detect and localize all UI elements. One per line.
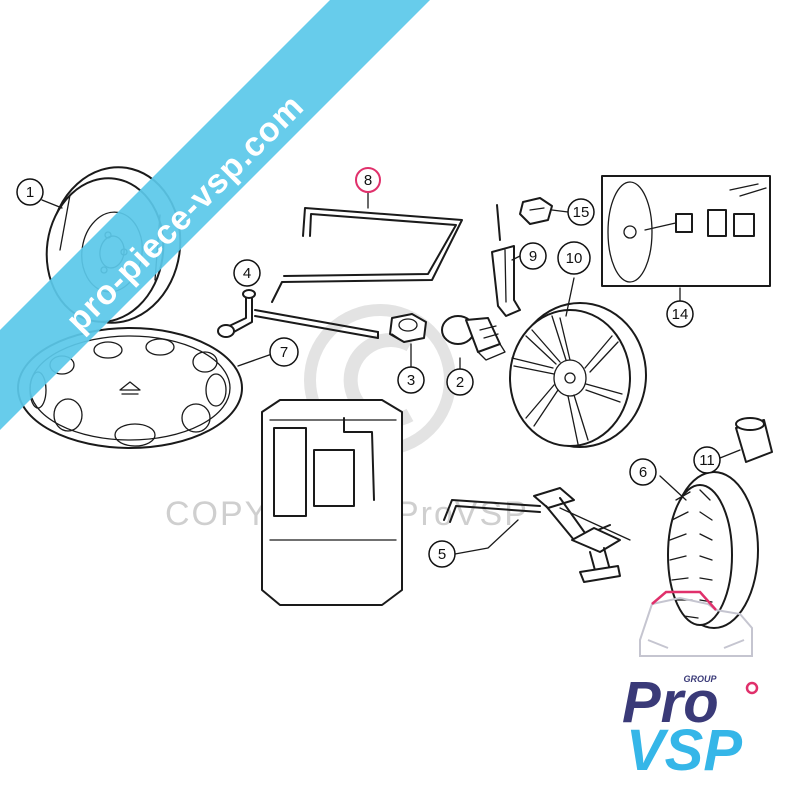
callout-3: 3 — [397, 366, 425, 394]
part-bracket — [491, 204, 521, 317]
part-scissor-jack — [443, 487, 631, 583]
callout-7: 7 — [269, 337, 299, 367]
svg-text:9: 9 — [529, 248, 537, 265]
svg-text:3: 3 — [407, 372, 415, 389]
callout-10: 10 — [557, 241, 591, 275]
logo-dot-icon — [745, 681, 759, 695]
logo-pro-text: Pro — [622, 670, 719, 735]
svg-text:5: 5 — [438, 546, 446, 563]
part-tool-rod — [271, 207, 463, 303]
svg-text:6: 6 — [639, 464, 647, 481]
callout-1: 1 — [16, 178, 44, 206]
provsp-logo: GROUP Pro VSP — [622, 590, 759, 783]
leader-lines — [41, 189, 741, 555]
svg-text:11: 11 — [699, 452, 715, 469]
callout-5: 5 — [428, 540, 456, 568]
part-wheel-brace — [217, 289, 379, 339]
svg-text:14: 14 — [672, 306, 689, 323]
callout-14: 14 — [666, 300, 694, 328]
callout-4: 4 — [233, 259, 261, 287]
svg-text:2: 2 — [456, 374, 464, 391]
svg-text:7: 7 — [280, 344, 288, 361]
part-storage-tray — [261, 399, 403, 606]
part-spare-tyre — [667, 471, 759, 629]
part-valve — [441, 315, 506, 361]
callout-15: 15 — [567, 198, 595, 226]
part-antitheft-set — [601, 175, 771, 287]
part-cap — [519, 197, 553, 225]
callout-2: 2 — [446, 368, 474, 396]
callout-8: 8 — [355, 167, 381, 193]
logo-vsp-text: VSP — [626, 718, 742, 783]
svg-text:1: 1 — [26, 184, 34, 201]
callout-6: 6 — [629, 458, 657, 486]
svg-text:15: 15 — [573, 204, 590, 221]
part-lock-cylinder — [735, 417, 773, 463]
callout-11: 11 — [693, 446, 721, 474]
svg-text:10: 10 — [566, 250, 583, 267]
part-wheel-nut — [389, 313, 427, 343]
svg-text:8: 8 — [364, 172, 372, 189]
part-alloy-wheel — [509, 302, 647, 448]
callout-9: 9 — [519, 242, 547, 270]
logo-group-text: GROUP — [683, 674, 717, 684]
svg-text:4: 4 — [243, 265, 251, 282]
